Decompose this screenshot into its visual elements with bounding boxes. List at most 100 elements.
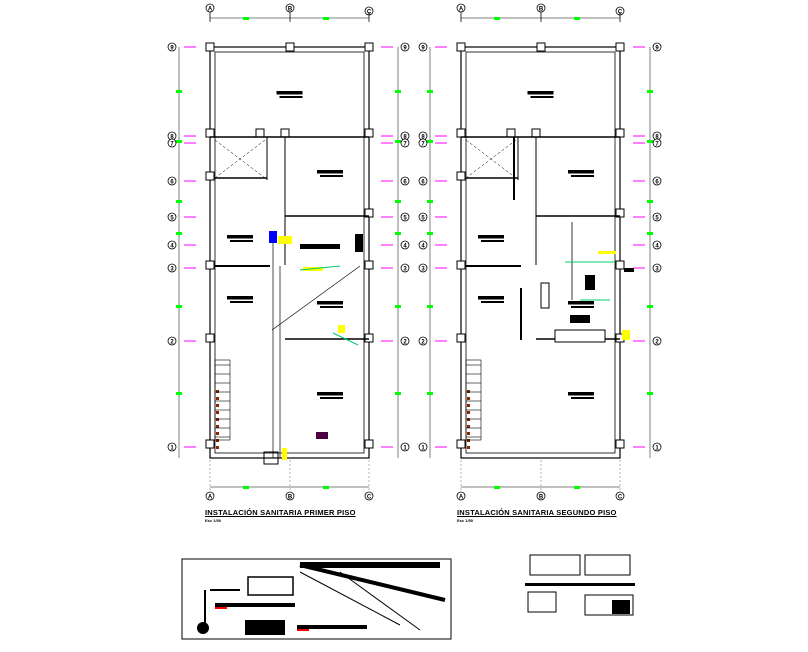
plan-first-floor-dim-mark [395, 200, 401, 203]
detail-fixture-b [584, 594, 634, 616]
detail-note [245, 620, 285, 635]
pipe-riser [540, 282, 550, 309]
plan-first-floor-dim-mark [323, 17, 329, 20]
plan-second-floor-column [456, 128, 466, 138]
plan-second-floor-stair-mark [467, 397, 470, 400]
plan-first-floor-axis-left-3: 3 [170, 267, 174, 273]
plan-second-floor-room-label-text [568, 301, 594, 305]
plan-first-floor-stair [214, 359, 231, 441]
plan-first-floor-axis-right-6-circle [400, 176, 410, 186]
plan-first-floor-axis-right-3-circle [400, 263, 410, 273]
plan-second-floor-stair-mark [467, 418, 470, 421]
plan-second-floor-column [456, 42, 466, 52]
fixture [585, 275, 595, 290]
plan-second-floor-column [615, 208, 625, 218]
plan-second-floor-column [615, 128, 625, 138]
plan-first-floor-stair-mark [216, 432, 219, 435]
plan-second-floor-stair-mark [467, 425, 470, 428]
plan-first-floor-column [285, 42, 295, 52]
plan-title-first-floor: INSTALACIÓN SANITARIA PRIMER PISO [205, 508, 356, 517]
plan-first-floor-dim-mark [395, 140, 401, 143]
plan-first-floor-axis-left-7: 7 [170, 142, 174, 148]
registry-box [263, 451, 279, 465]
plan-first-floor-stair-mark [216, 397, 219, 400]
plan-second-floor-room-label-text [478, 235, 504, 239]
plan-first-floor-stair-mark [216, 390, 219, 393]
plan-second-floor-stair-mark [467, 411, 470, 414]
plan-first-floor-axis-bottom-C-circle [364, 491, 374, 501]
plan-second-floor-axis-bottom-A: A [459, 495, 464, 501]
detail-branch [339, 571, 421, 631]
plan-first-floor-axis-right-4-circle [400, 240, 410, 250]
plan-second-floor-column [536, 42, 546, 52]
plan-first-floor-axis-left-5-circle [167, 212, 177, 222]
plan-second-floor-dim-mark [647, 392, 653, 395]
plan-second-floor-dim-mark [574, 17, 580, 20]
plan-first-floor-inner-wall [214, 51, 365, 454]
plan-second-floor-axis-bottom-C: C [618, 495, 623, 501]
plan-first-floor-axis-bottom-B: B [288, 495, 293, 501]
plan-second-floor-room-label-text [527, 91, 554, 95]
plan-first-floor-column [255, 128, 265, 138]
plan-scale-first-floor: Esc 1/50 [205, 518, 222, 523]
plan-second-floor-axis-left-5-circle [418, 212, 428, 222]
plan-first-floor-column [205, 333, 215, 343]
plan-first-floor-dim-mark [323, 486, 329, 489]
plan-second-floor-room-label-text [568, 392, 594, 396]
plan-first-floor-axis-left-3-circle [167, 263, 177, 273]
plan-second-floor-room-label-text [568, 170, 594, 174]
drain-outlet [282, 448, 287, 460]
plan-title-second-floor: INSTALACIÓN SANITARIA SEGUNDO PISO [457, 508, 617, 517]
plan-first-floor-axis-right-6: 6 [403, 180, 407, 186]
plan-first-floor-dim-mark [243, 17, 249, 20]
plan-second-floor-column [456, 260, 466, 270]
plan-first-floor-dim-mark [176, 232, 182, 235]
plan-first-floor-axis-left-1-circle [167, 442, 177, 452]
plan-second-floor-dim-mark [647, 305, 653, 308]
plan-first-floor-axis-bottom-B-circle [285, 491, 295, 501]
plan-second-floor-dim-mark [427, 232, 433, 235]
detail-tank [247, 576, 294, 596]
plan-first-floor-room-label-text [317, 392, 343, 396]
drain-fixture [278, 236, 292, 244]
plan-first-floor-axis-right-1: 1 [403, 446, 407, 452]
plan-first-floor-dim-mark [176, 392, 182, 395]
plan-first-floor-column [205, 171, 215, 181]
plan-first-floor-room-label-text [317, 301, 343, 305]
plan-first-floor-axis-right-2: 2 [403, 340, 407, 346]
plan-first-floor-column [205, 128, 215, 138]
plan-second-floor-axis-right-5-circle [652, 212, 662, 222]
plan-second-floor-column [615, 42, 625, 52]
plan-second-floor-axis-left-2: 2 [421, 340, 425, 346]
plan-second-floor-axis-left-9-circle [418, 42, 428, 52]
drain-fixture [622, 330, 630, 340]
plan-second-floor-axis-left-6-circle [418, 176, 428, 186]
tank [554, 329, 606, 343]
plan-first-floor-room-label-text [276, 91, 303, 95]
plan-first-floor-axis-bottom-C: C [367, 495, 372, 501]
plan-first-floor-dim-mark [395, 232, 401, 235]
plan-second-floor-dim-mark [427, 140, 433, 143]
plan-second-floor-axis-right-6: 6 [655, 180, 659, 186]
detail-note-red [215, 607, 227, 609]
plan-first-floor-axis-bottom-A: A [208, 495, 213, 501]
plan-first-floor-column [280, 128, 290, 138]
plan-second-floor-shaft-cross [465, 139, 517, 179]
plan-first-floor-dim-mark [395, 305, 401, 308]
plan-first-floor-axis-left-6-circle [167, 176, 177, 186]
plan-second-floor-axis-left-7: 7 [421, 142, 425, 148]
plan-first-floor-axis-left-4-circle [167, 240, 177, 250]
plan-first-floor-axis-left-5: 5 [170, 216, 174, 222]
plan-second-floor-dim-mark [494, 17, 500, 20]
plan-second-floor-dim-mark [494, 486, 500, 489]
plan-first-floor-axis-left-4: 4 [170, 244, 174, 250]
water-heater [355, 234, 363, 252]
plan-second-floor-axis-right-1: 1 [655, 446, 659, 452]
plan-second-floor-axis-right-2-circle [652, 336, 662, 346]
plan-second-floor-axis-right-4-circle [652, 240, 662, 250]
plan-first-floor-axis-right-9-circle [400, 42, 410, 52]
plan-first-floor-dim-mark [176, 140, 182, 143]
plan-first-floor-axis-right-3: 3 [403, 267, 407, 273]
plan-first-floor-dim-mark [395, 392, 401, 395]
water-pipe [332, 332, 359, 346]
